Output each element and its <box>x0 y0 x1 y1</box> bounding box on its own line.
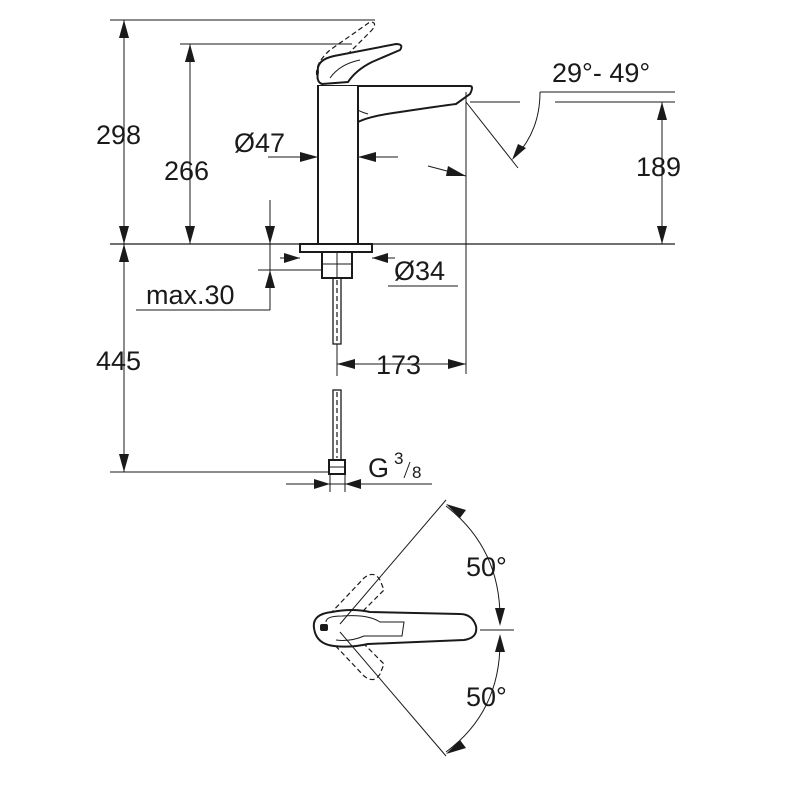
dim-thread-letter: G <box>368 453 389 483</box>
dim-spout-height: 266 <box>164 156 209 186</box>
dim-tilt-angle: 29°- 49° <box>552 58 650 88</box>
rotation-line-down <box>339 631 447 757</box>
dim-thread-denominator: 8 <box>412 463 421 482</box>
handle-raised-outline <box>315 21 376 86</box>
arrowhead <box>495 634 505 652</box>
arrowhead <box>372 253 388 263</box>
dim-hose-length: 445 <box>96 346 141 376</box>
handle-top-view <box>312 609 478 648</box>
handle-lever <box>316 42 403 86</box>
arrowhead <box>448 359 466 369</box>
tilt-angle-line <box>465 101 519 169</box>
arrowhead <box>119 454 129 472</box>
dim-total-height: 298 <box>96 120 141 150</box>
arrowhead <box>446 504 466 518</box>
arrowhead <box>512 144 526 160</box>
handle-rotated-down <box>329 629 385 681</box>
arrowhead <box>657 102 667 120</box>
dim-body-diameter: Ø47 <box>234 128 285 158</box>
supply-hose-upper <box>332 277 342 345</box>
dim-hole-diameter: Ø34 <box>394 256 445 286</box>
dim-outlet-height: 189 <box>636 152 681 182</box>
arrowhead <box>265 226 275 244</box>
arrowhead <box>446 166 466 176</box>
arrowhead <box>446 740 466 754</box>
dim-thread-numerator: 3 <box>394 449 403 468</box>
dim-rotation-left: 50° <box>466 552 507 582</box>
rotation-arc-down <box>445 641 501 753</box>
thread-fraction-slash <box>403 461 411 479</box>
arrowhead <box>119 226 129 244</box>
top-view: 50° 50° <box>312 499 514 757</box>
side-view: 298 266 Ø47 29°- 49° <box>96 19 681 492</box>
arrowhead <box>265 270 275 288</box>
arrowhead <box>358 152 376 162</box>
handle-outlet-mark <box>320 624 328 631</box>
arrowhead <box>119 244 129 262</box>
arrowhead <box>119 20 129 38</box>
rotation-line-up <box>339 499 447 625</box>
handle-lever-detail <box>329 59 361 79</box>
arrowhead <box>345 479 361 489</box>
arrowhead <box>185 226 195 244</box>
dim-max-thickness: max.30 <box>146 280 235 310</box>
arrowhead <box>314 479 330 489</box>
mounting-flange <box>299 243 373 253</box>
arrowhead <box>300 152 318 162</box>
arrowhead <box>495 608 505 626</box>
arrowhead <box>337 359 355 369</box>
handle-rotated-up <box>329 573 385 625</box>
faucet-body <box>317 86 359 245</box>
arrowhead <box>185 44 195 62</box>
arrowhead <box>284 253 300 263</box>
arrowhead <box>657 226 667 244</box>
rotation-arc-up <box>445 505 501 619</box>
dim-rotation-right: 50° <box>466 682 507 712</box>
dim-spout-reach: 173 <box>376 350 421 380</box>
handle-top-view-inner <box>325 615 405 641</box>
